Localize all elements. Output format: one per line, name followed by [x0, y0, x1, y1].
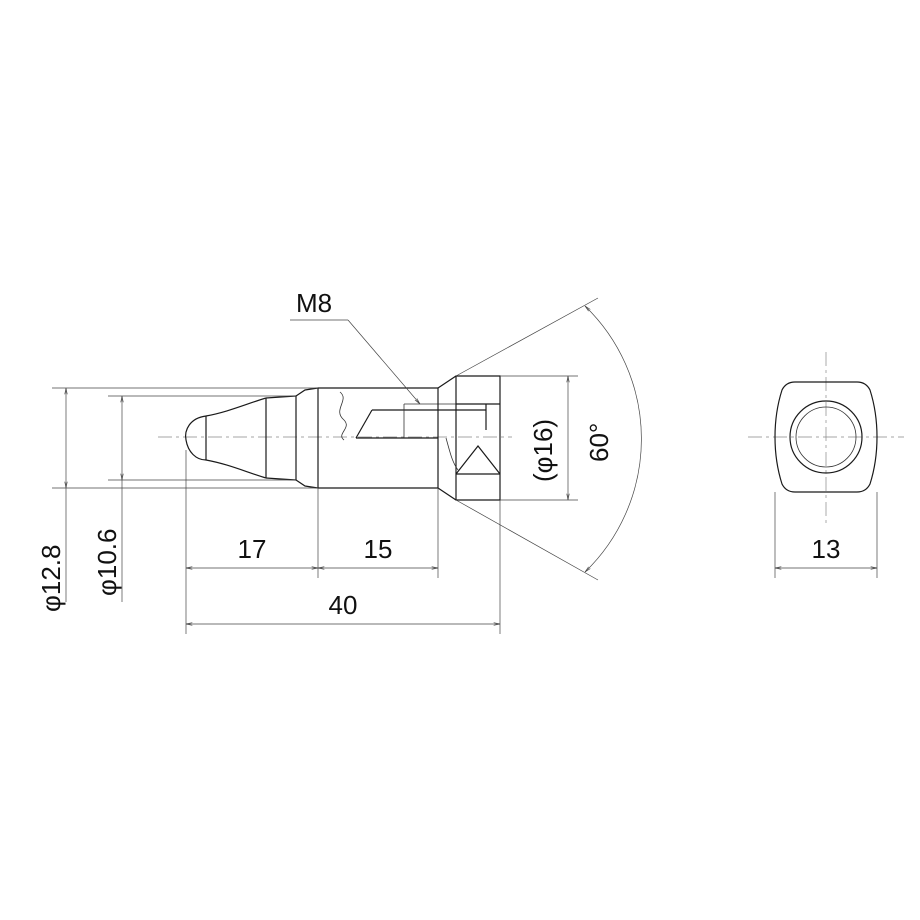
- dim-angle-60-label: 60°: [584, 423, 614, 462]
- break-line: [339, 391, 347, 441]
- nose-taper-top: [205, 397, 267, 417]
- hex-outline: [774, 381, 878, 493]
- end-view: [748, 352, 904, 524]
- dim-angle-60: [455, 297, 642, 581]
- angle-arc: [585, 306, 642, 572]
- dim-phi-10-6: [108, 395, 296, 602]
- nose-taper-bottom: [205, 459, 267, 479]
- dim-phi-16: [500, 375, 578, 501]
- dim-lengths: [185, 450, 501, 634]
- body-shoulder-bottom: [295, 479, 319, 489]
- dim-phi-16-label: (φ16): [528, 419, 558, 482]
- nose-tip: [185, 415, 207, 461]
- dim-phi-10-6-label: φ10.6: [92, 529, 122, 596]
- dim-phi-12-8: [52, 387, 318, 602]
- bore-inner-circle: [795, 406, 857, 468]
- hex-chamfer-curve: [445, 437, 459, 471]
- thread-label: M8: [296, 288, 332, 318]
- hex-corner-triangle: [455, 445, 501, 475]
- leader-m8: [290, 319, 420, 404]
- dim-40-label: 40: [329, 590, 358, 620]
- bore-outer-circle: [789, 400, 863, 474]
- dim-13: [774, 492, 878, 578]
- dim-phi-12-8-label: φ12.8: [36, 545, 66, 612]
- dim-13-label: 13: [812, 534, 841, 564]
- body-shoulder-top: [295, 387, 319, 397]
- side-view: [158, 375, 512, 501]
- hex-head-outline: [437, 375, 501, 501]
- thread-cone: [355, 409, 373, 439]
- dim-15-label: 15: [364, 534, 393, 564]
- dim-17-label: 17: [238, 534, 267, 564]
